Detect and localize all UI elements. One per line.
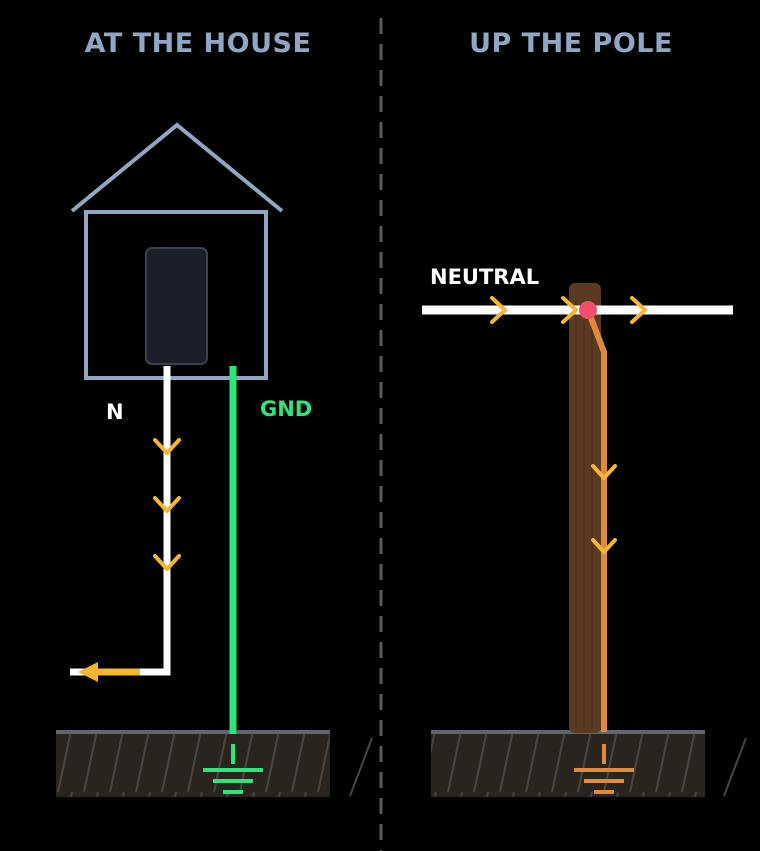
service-panel-box	[145, 247, 208, 365]
current-arrow-icon	[591, 538, 617, 554]
pole-panel-title: UP THE POLE	[469, 28, 673, 59]
bond-point	[579, 301, 597, 319]
ground-label: GND	[260, 397, 312, 421]
ground-symbol-icon	[203, 744, 263, 794]
house-neutral-exit-arrow	[78, 662, 98, 682]
neutral-line-label: NEUTRAL	[430, 265, 539, 289]
current-arrow-icon	[630, 296, 647, 324]
current-arrow-icon	[153, 496, 181, 513]
house-panel-title: AT THE HOUSE	[85, 28, 312, 59]
ground-symbol-icon	[574, 744, 634, 794]
current-arrow-icon	[153, 438, 181, 455]
pole-soil-edge-hatch	[723, 737, 747, 797]
house-soil	[56, 730, 330, 797]
current-arrow-icon	[490, 296, 507, 324]
utility-pole-icon	[569, 283, 601, 733]
pole-soil	[431, 730, 705, 797]
current-arrow-icon	[561, 296, 578, 324]
pole-ground-wire	[585, 308, 607, 732]
house-soil-edge-hatch	[349, 737, 373, 797]
current-arrow-icon	[591, 464, 617, 480]
house-icon	[70, 122, 284, 380]
current-arrow-icon	[153, 554, 181, 571]
neutral-short-label: N	[106, 400, 124, 424]
